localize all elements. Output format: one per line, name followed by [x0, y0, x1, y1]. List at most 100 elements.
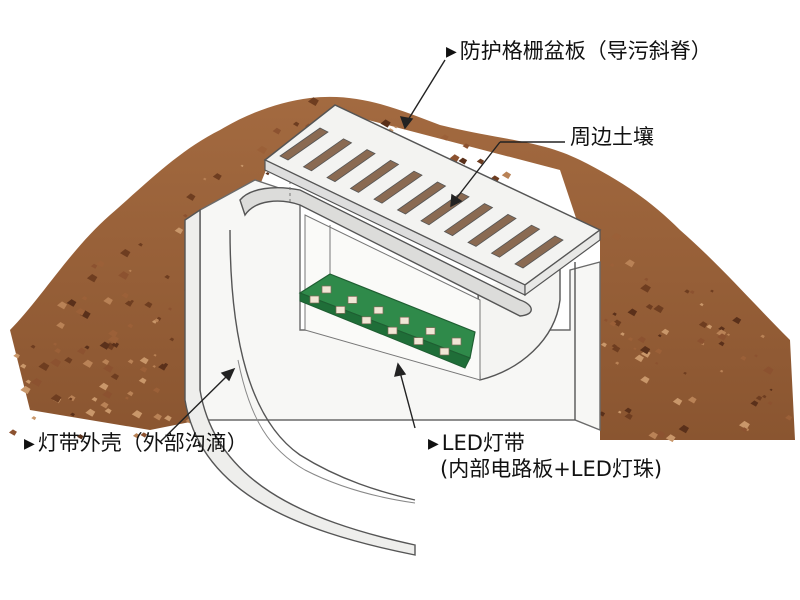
- soil-grain: [600, 342, 607, 348]
- grate-label-text: 防护格栅盆板（导污斜脊）: [459, 39, 712, 63]
- grate-leader: [399, 59, 446, 130]
- soil-grain: [101, 359, 110, 365]
- grate-slot: [302, 138, 353, 172]
- soil-grain: [138, 377, 147, 384]
- soil-grain: [760, 334, 765, 339]
- led-label-line2: (内部电路板+LED灯珠): [440, 457, 663, 482]
- soil-grain: [186, 193, 196, 201]
- soil-grain: [57, 301, 68, 310]
- led-chip: [451, 337, 462, 346]
- soil-grain: [64, 357, 73, 364]
- grate-slot: [396, 181, 447, 215]
- led-chip: [387, 326, 398, 335]
- grate-slot: [279, 127, 329, 161]
- soil-grain: [644, 277, 649, 282]
- soil-grain: [102, 390, 113, 399]
- leader-lines: [159, 59, 565, 443]
- soil-grain: [138, 242, 143, 247]
- soil-grain: [131, 410, 143, 419]
- soil-grain: [611, 344, 617, 349]
- pointer-triangle-icon: ▶: [446, 44, 457, 60]
- soil-grain: [56, 322, 65, 329]
- soil-grain: [740, 355, 747, 361]
- soil-grain: [718, 341, 725, 347]
- soil-grain: [132, 433, 140, 439]
- soil-grain: [76, 347, 86, 355]
- soil-grain: [19, 363, 27, 369]
- grate-slot: [373, 170, 423, 204]
- led-chip: [335, 306, 346, 314]
- soil-grain: [76, 434, 84, 440]
- soil-grain: [84, 345, 90, 350]
- soil-grain: [13, 353, 20, 359]
- soil-grain: [30, 344, 36, 349]
- soil-grain: [394, 125, 398, 129]
- soil-grain: [99, 341, 110, 350]
- soil-grain: [449, 154, 460, 163]
- led-chip: [425, 327, 436, 335]
- soil-grain: [100, 401, 109, 409]
- soil-grain: [111, 341, 120, 348]
- soil-grain: [639, 345, 651, 355]
- led-chip: [347, 296, 358, 304]
- soil-grain: [645, 303, 654, 310]
- soil-grain: [657, 334, 662, 338]
- soil-grain: [726, 333, 730, 337]
- soil-grain: [654, 361, 659, 365]
- soil-grain: [54, 348, 61, 354]
- soil-grain: [689, 290, 695, 295]
- led-chips: [309, 285, 462, 356]
- soil-grain: [640, 284, 651, 293]
- led-label: ▶LED灯带 (内部电路板+LED灯珠): [428, 430, 662, 483]
- soil-grain: [50, 358, 62, 368]
- led-chip: [439, 347, 450, 356]
- soil-grain: [767, 401, 773, 406]
- soil-grain: [127, 323, 134, 329]
- soil-grain: [127, 359, 134, 364]
- soil-grain: [501, 171, 512, 179]
- soil-label: 周边土壤: [570, 124, 654, 150]
- soil-grain: [20, 385, 31, 395]
- soil-grain: [718, 326, 725, 332]
- soil-grain: [717, 333, 727, 341]
- soil-grain: [678, 424, 690, 434]
- soil-grain: [153, 354, 157, 357]
- soil-grain: [648, 431, 658, 440]
- soil-grain: [654, 348, 663, 355]
- soil-grain: [154, 318, 160, 323]
- soil-grain: [603, 318, 608, 322]
- grate-slot: [326, 149, 376, 183]
- pointer-triangle-icon: ▶: [428, 436, 439, 452]
- soil-grain: [462, 143, 470, 149]
- soil-grain: [164, 415, 172, 422]
- grate-slot: [467, 213, 517, 247]
- soil-grain: [624, 413, 633, 420]
- soil-label-text: 周边土壤: [570, 125, 654, 149]
- soil-grain: [75, 307, 86, 316]
- soil-grain: [696, 337, 705, 345]
- soil-grain: [104, 408, 112, 414]
- soil-grain: [612, 312, 617, 316]
- soil-grain: [130, 299, 134, 303]
- soil-grain: [152, 387, 161, 394]
- soil-grain: [732, 316, 742, 325]
- soil-grain: [785, 414, 793, 421]
- soil-grain: [380, 119, 391, 128]
- soil-grain: [769, 388, 773, 392]
- soil-grain: [661, 328, 670, 336]
- soil-grain: [611, 233, 621, 241]
- soil-grain: [633, 347, 637, 351]
- soil-leader: [450, 141, 565, 208]
- soil-grain: [754, 354, 758, 358]
- soil-grain: [609, 321, 617, 327]
- soil-grain: [672, 397, 683, 406]
- soil-grain: [182, 213, 188, 218]
- soil-grain: [86, 273, 98, 283]
- led-chip: [309, 295, 320, 304]
- soil-grain: [81, 296, 88, 301]
- soil-grain: [719, 369, 724, 373]
- soil-grain: [627, 308, 638, 317]
- soil-grain: [174, 227, 184, 235]
- soil-grain: [683, 371, 687, 375]
